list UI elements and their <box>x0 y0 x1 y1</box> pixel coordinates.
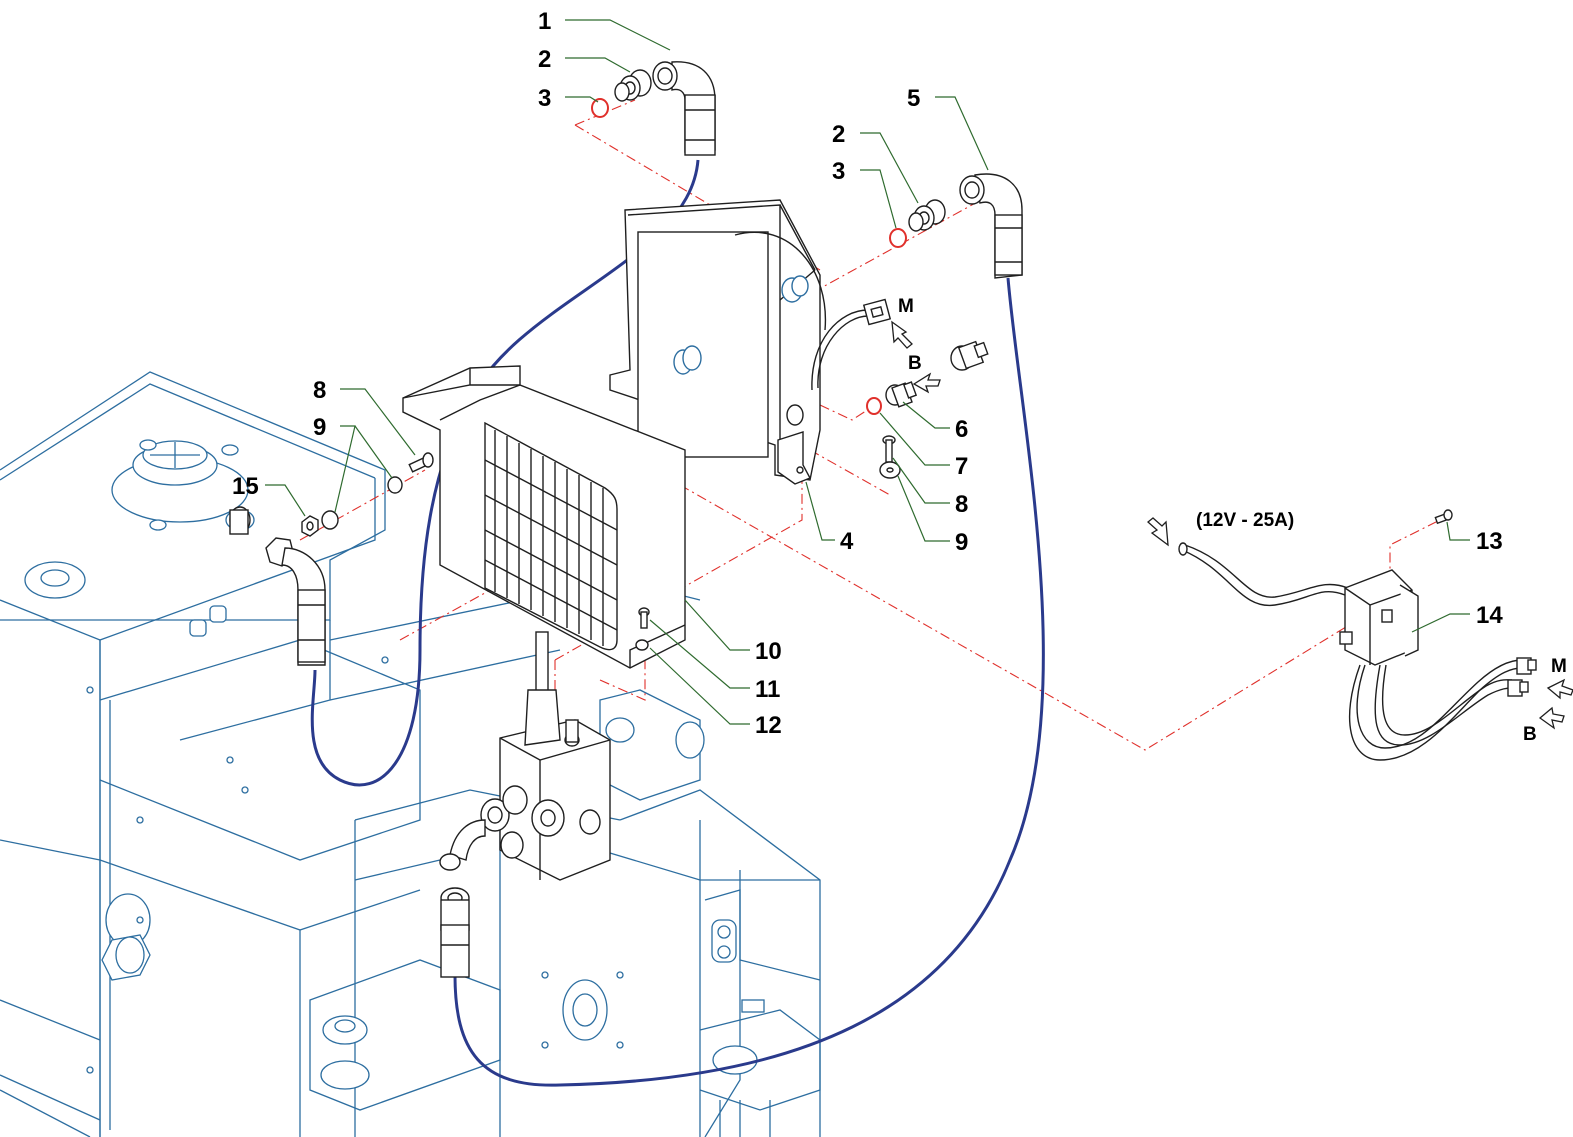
callout-1: 1 <box>538 8 551 35</box>
callout-5: 5 <box>907 85 920 112</box>
screw-13 <box>1434 509 1453 525</box>
arrow-b-relay <box>1538 706 1565 730</box>
callout-3-top: 3 <box>538 85 551 112</box>
tank-port-adapter <box>229 506 251 535</box>
relay-assembly <box>1178 509 1537 761</box>
callout-15: 15 <box>232 473 259 500</box>
valve-hose-fitting <box>440 887 470 978</box>
callout-3-side: 3 <box>832 158 845 185</box>
callout-12: 12 <box>755 712 782 739</box>
callout-8-left: 8 <box>313 377 326 404</box>
elbow-fitting-1 <box>652 61 716 156</box>
valve-ports <box>480 785 601 859</box>
adapter-2-side <box>908 199 946 232</box>
hose-supply-line <box>453 277 1045 1087</box>
tank-elbow-fitting <box>265 537 326 666</box>
o-ring-7 <box>866 397 882 415</box>
arrow-power <box>1146 517 1169 547</box>
oil-cooler-assembly <box>402 199 892 669</box>
connection-arrows <box>891 320 1573 730</box>
adapter-2-top <box>614 69 652 102</box>
fan-connector <box>862 298 892 326</box>
label-b-sensor: B <box>908 353 922 374</box>
label-m-fan: M <box>898 296 914 317</box>
screw-11 <box>638 607 650 629</box>
temperature-sensor <box>885 381 918 408</box>
washer-9-left-b <box>321 510 339 530</box>
bolt-8-right <box>882 435 896 463</box>
drain-plug <box>101 893 151 981</box>
bolt-8-left <box>408 452 434 473</box>
cooler-port-upper <box>781 275 809 303</box>
callout-13: 13 <box>1476 528 1503 555</box>
nut-15 <box>301 515 319 537</box>
callout-8-right: 8 <box>955 491 968 518</box>
callout-2-side: 2 <box>832 121 845 148</box>
sensor-spare <box>950 340 989 371</box>
callout-6: 6 <box>955 416 968 443</box>
grille-bars <box>484 430 618 646</box>
callout-7: 7 <box>955 453 968 480</box>
callout-2-top: 2 <box>538 46 551 73</box>
connector-labels: M B M B (12V - 25A) <box>898 296 1567 745</box>
callout-4: 4 <box>840 528 854 555</box>
hydraulic-hoses <box>310 159 1045 1087</box>
callout-9-left: 9 <box>313 414 326 441</box>
callout-14: 14 <box>1476 602 1503 629</box>
callout-10: 10 <box>755 638 782 665</box>
relay-connector-m <box>1516 657 1537 675</box>
label-b-relay: B <box>1523 724 1537 745</box>
power-rating-label: (12V - 25A) <box>1196 510 1294 531</box>
hose-return-line <box>310 159 700 787</box>
relay-connector-b <box>1507 679 1529 697</box>
cooler-port-lower <box>673 345 702 375</box>
arrow-m-relay <box>1546 678 1573 700</box>
callout-numbers: 1 2 3 5 2 3 8 9 15 6 7 8 4 9 10 11 12 13… <box>232 8 1503 739</box>
o-ring-3-top <box>591 98 609 118</box>
washer-12 <box>635 639 649 651</box>
o-ring-3-side <box>889 228 907 248</box>
arrow-b-sensor <box>912 372 941 394</box>
callout-11: 11 <box>755 676 780 703</box>
control-valve <box>439 631 611 881</box>
mounting-bracket <box>777 431 811 485</box>
machine-frame <box>0 371 821 1137</box>
label-m-relay: M <box>1551 656 1567 677</box>
arrow-m-fan <box>891 320 913 349</box>
leader-lines <box>265 19 1470 725</box>
washer-9-left-a <box>387 476 403 494</box>
washer-9-right <box>879 461 901 479</box>
elbow-fitting-5 <box>959 173 1023 279</box>
callout-9-right: 9 <box>955 529 968 556</box>
